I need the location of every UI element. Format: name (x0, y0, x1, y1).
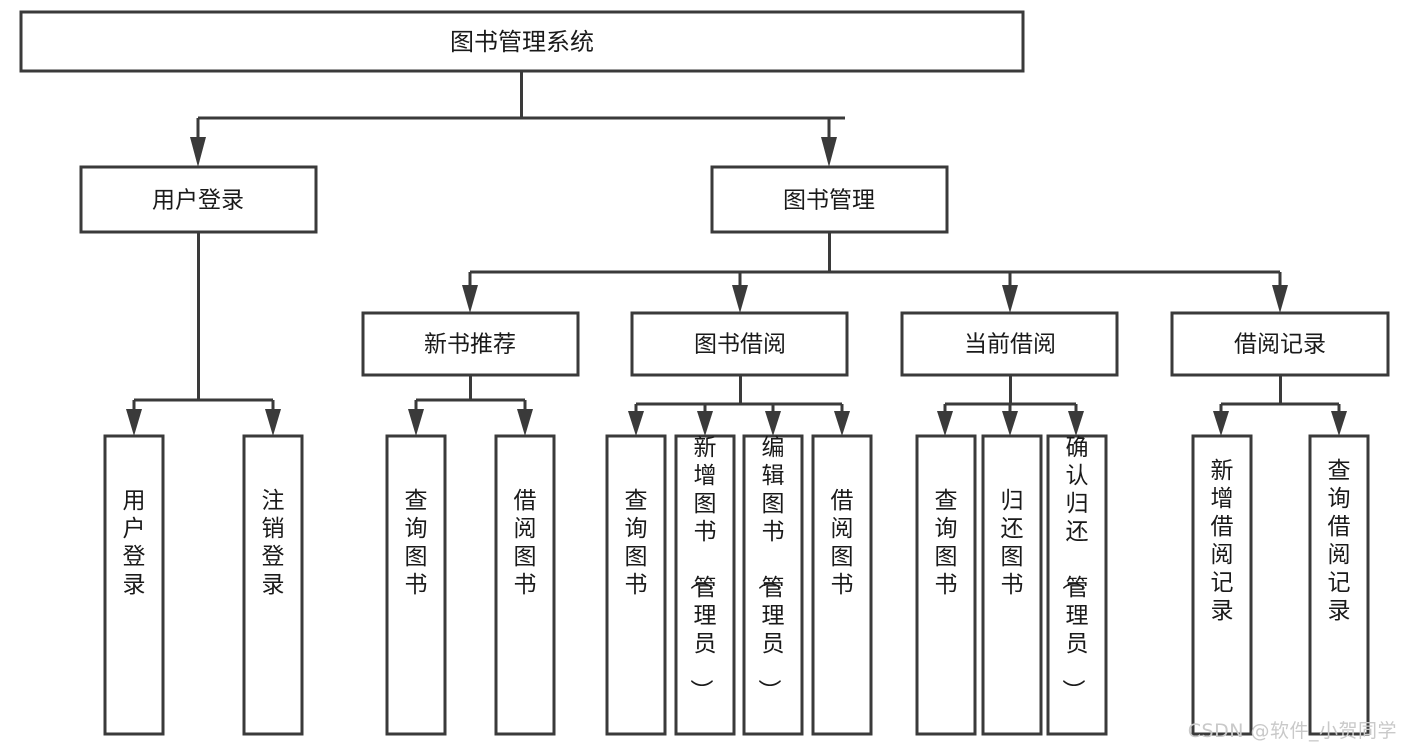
node-leaf-user-login[interactable]: 用户登录 (103, 434, 165, 736)
node-leaf-logout[interactable]: 注销登录 (242, 434, 304, 736)
connector-root-to-level2 (190, 71, 845, 167)
node-label-vertical: 注销登录 (262, 488, 285, 598)
node-label-vertical: 借阅图书 (514, 488, 537, 598)
node-leaf-borrow-book-1[interactable]: 借阅图书 (494, 434, 556, 736)
node-book-management[interactable]: 图书管理 (710, 165, 949, 234)
node-leaf-borrow-book-2[interactable]: 借阅图书 (811, 434, 873, 736)
node-label: 用户登录 (152, 188, 244, 214)
node-book-borrow[interactable]: 图书借阅 (630, 311, 849, 377)
node-label: 当前借阅 (964, 332, 1056, 358)
node-label-vertical: 新增借阅记录 (1211, 458, 1234, 624)
arrowhead-icon (408, 409, 424, 436)
connector-book-borrow-to-leaves (628, 375, 850, 436)
node-label: 图书管理系统 (450, 28, 594, 56)
node-label-vertical: 确认归还（管理员） (1060, 435, 1089, 702)
node-current-borrow[interactable]: 当前借阅 (900, 311, 1119, 377)
arrowhead-icon (1002, 285, 1018, 313)
arrowhead-icon (765, 411, 781, 436)
arrowhead-icon (1272, 285, 1288, 313)
arrowhead-icon (1068, 411, 1084, 436)
node-root-system[interactable]: 图书管理系统 (19, 10, 1025, 73)
node-label: 借阅记录 (1234, 332, 1326, 358)
node-label-vertical: 查询图书 (935, 488, 958, 598)
arrowhead-icon (937, 411, 953, 436)
node-leaf-edit-book[interactable]: 编辑图书（管理员） (742, 434, 804, 736)
arrowhead-icon (821, 137, 837, 167)
node-label-vertical: 查询借阅记录 (1328, 458, 1351, 624)
node-label-vertical: 编辑图书（管理员） (756, 435, 785, 702)
node-leaf-query-borrow-record[interactable]: 查询借阅记录 (1308, 434, 1370, 736)
node-label-vertical: 用户登录 (123, 488, 146, 598)
node-label-vertical: 新增图书（管理员） (688, 435, 717, 702)
node-label: 图书借阅 (694, 332, 786, 358)
node-leaf-add-borrow-record[interactable]: 新增借阅记录 (1191, 434, 1253, 736)
connector-book-mgmt-to-level3 (462, 232, 1288, 313)
arrowhead-icon (628, 411, 644, 436)
node-leaf-return-book[interactable]: 归还图书 (981, 434, 1043, 736)
arrowhead-icon (697, 411, 713, 436)
node-label-vertical: 查询图书 (405, 488, 428, 598)
node-leaf-query-book-3[interactable]: 查询图书 (915, 434, 977, 736)
node-label-vertical: 查询图书 (625, 488, 648, 598)
node-label-vertical: 归还图书 (1001, 488, 1024, 598)
connector-new-book-to-leaves (408, 375, 533, 436)
arrowhead-icon (126, 409, 142, 436)
node-new-book-recommend[interactable]: 新书推荐 (361, 311, 580, 377)
connector-borrow-record-to-leaves (1213, 375, 1347, 436)
arrowhead-icon (1331, 411, 1347, 436)
node-label-vertical: 借阅图书 (831, 488, 854, 598)
csdn-watermark: CSDN @软件_小贺同学 (1187, 720, 1397, 742)
node-label: 新书推荐 (424, 332, 516, 358)
node-leaf-confirm-return[interactable]: 确认归还（管理员） (1046, 434, 1108, 736)
node-leaf-query-book-2[interactable]: 查询图书 (605, 434, 667, 736)
connector-user-login-to-leaves (126, 232, 281, 436)
arrowhead-icon (190, 137, 206, 167)
node-borrow-record[interactable]: 借阅记录 (1170, 311, 1390, 377)
node-user-login[interactable]: 用户登录 (79, 165, 318, 234)
arrowhead-icon (462, 285, 478, 313)
node-label: 图书管理 (783, 188, 875, 214)
arrowhead-icon (732, 285, 748, 313)
arrowhead-icon (834, 411, 850, 436)
arrowhead-icon (1002, 411, 1018, 436)
connector-current-borrow-to-leaves (937, 375, 1084, 436)
node-leaf-query-book-1[interactable]: 查询图书 (385, 434, 447, 736)
arrowhead-icon (1213, 411, 1229, 436)
node-leaf-add-book[interactable]: 新增图书（管理员） (674, 434, 736, 736)
arrowhead-icon (265, 409, 281, 436)
arrowhead-icon (517, 409, 533, 436)
